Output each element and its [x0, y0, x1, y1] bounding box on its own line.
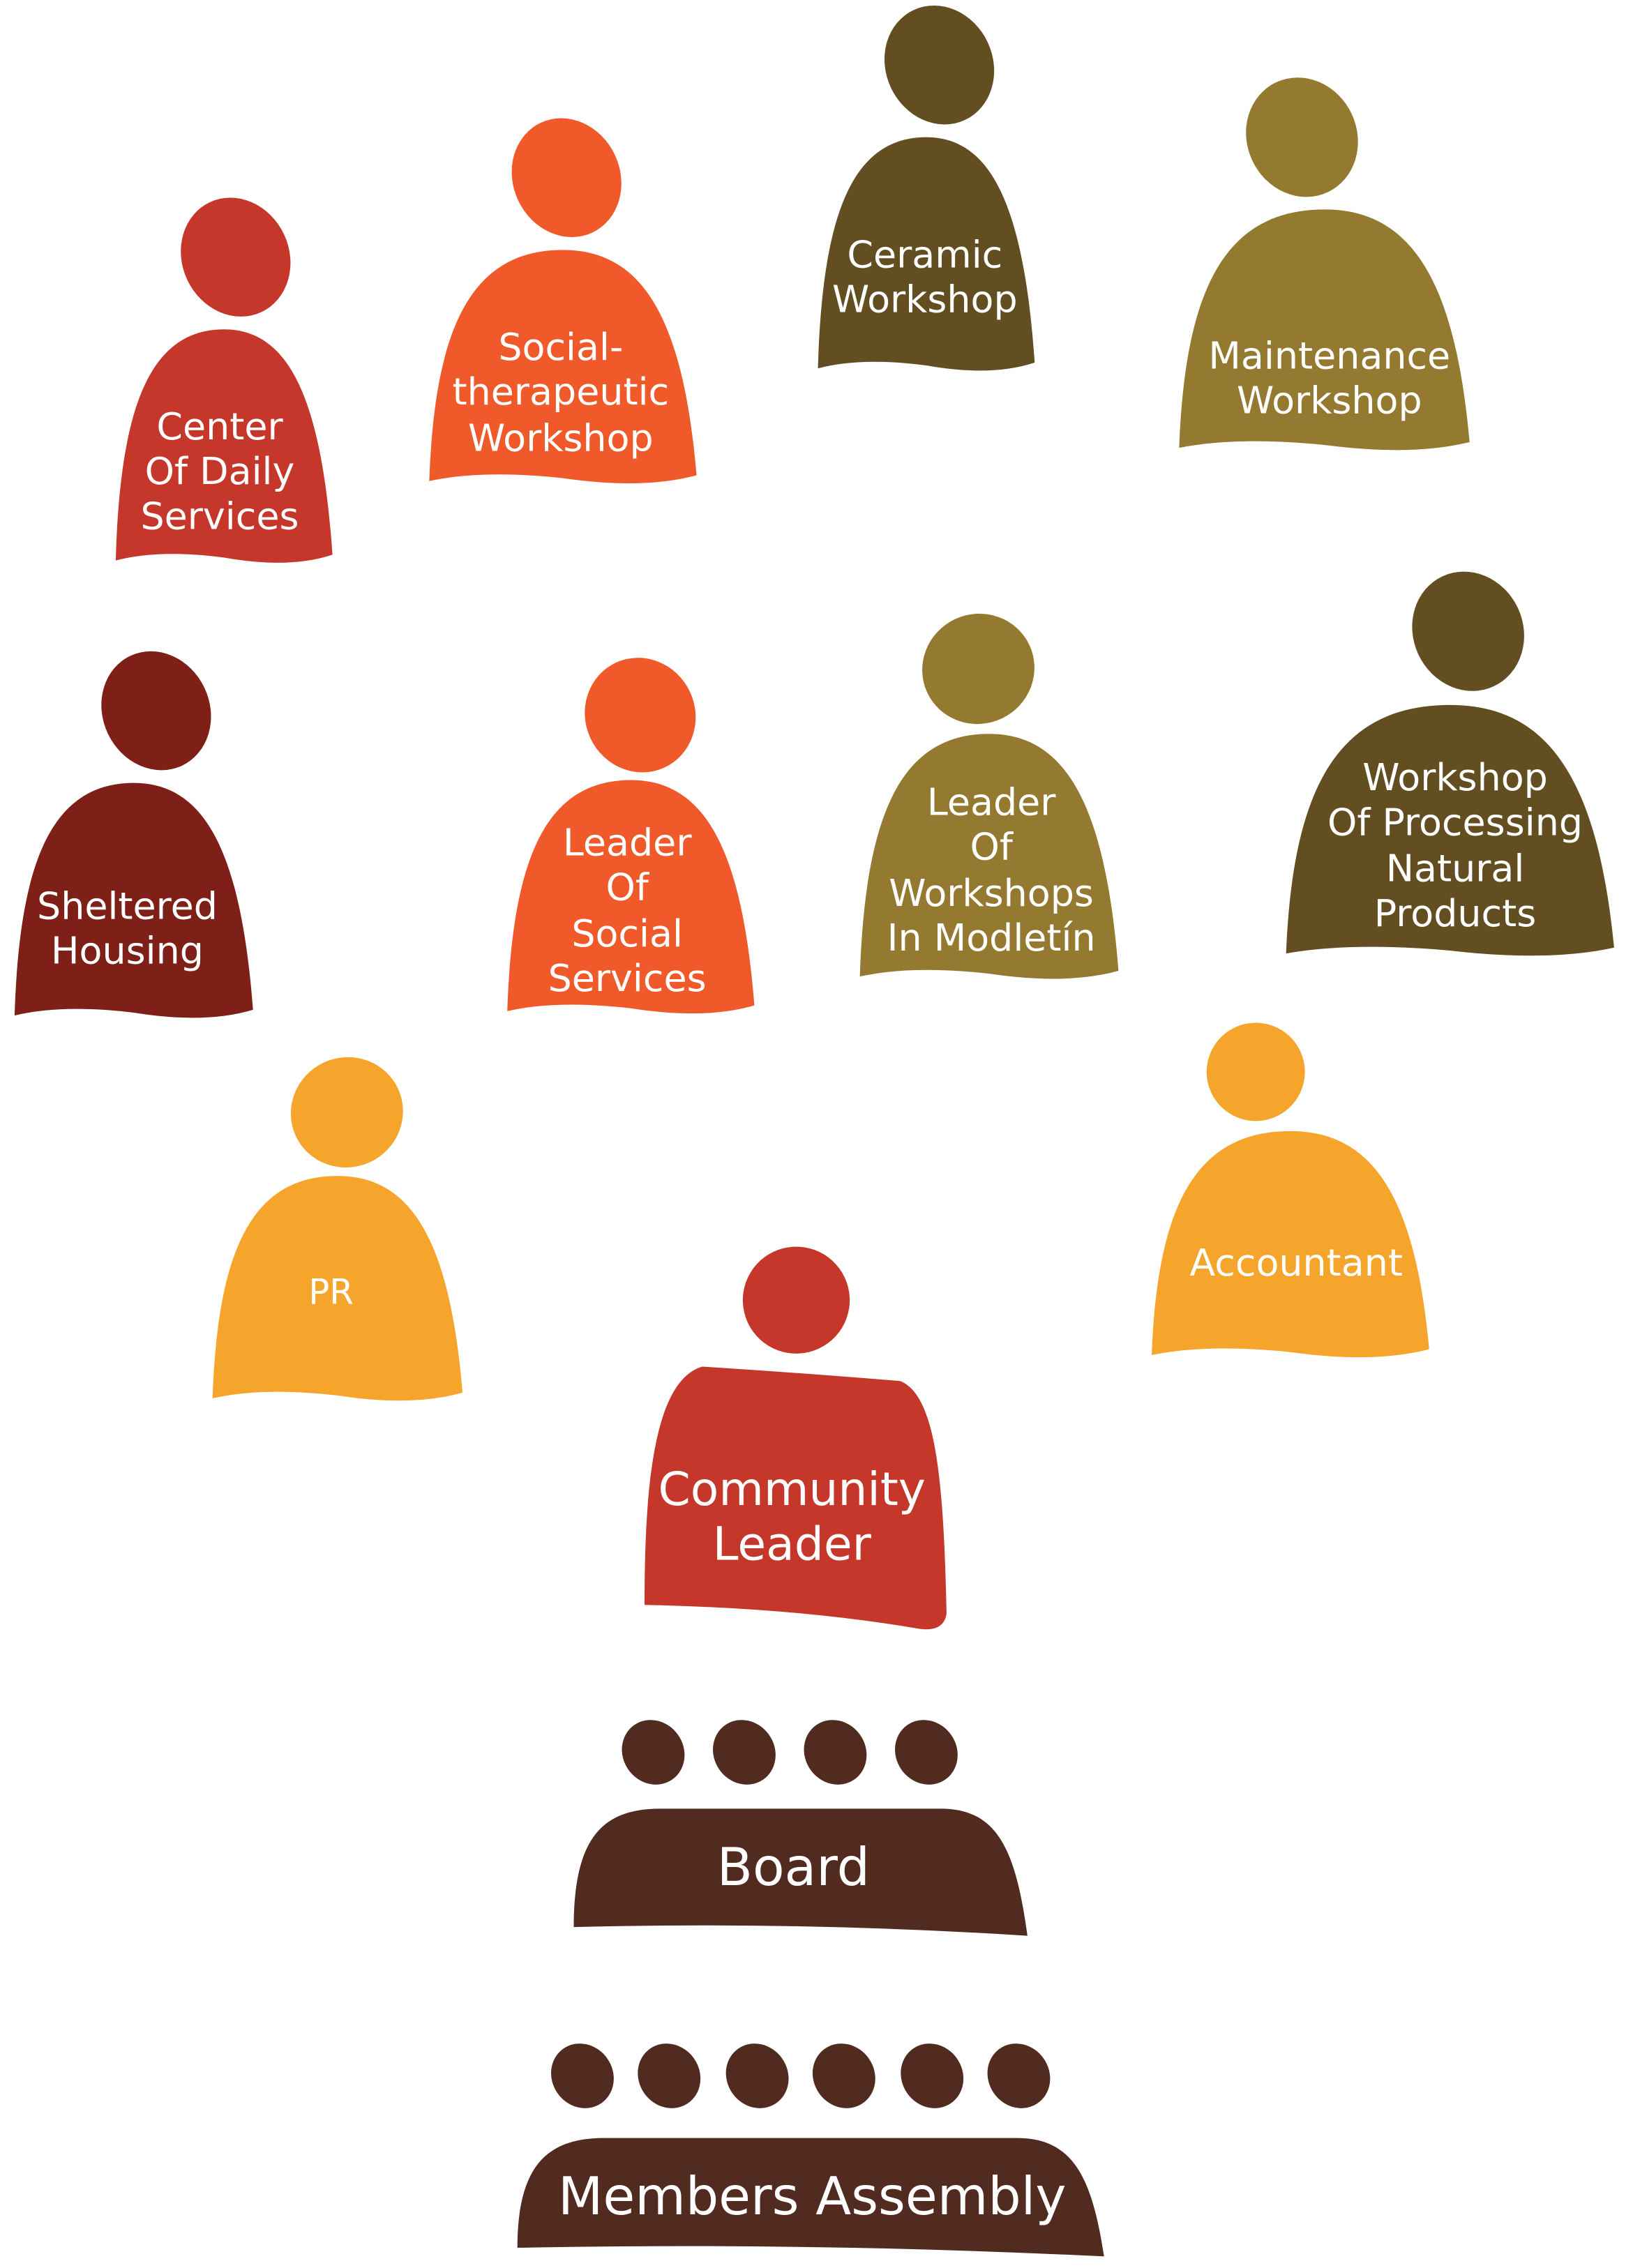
figure-label: Workshop	[1362, 755, 1548, 799]
figure-label: Center	[156, 405, 283, 448]
figure-head-icon	[181, 197, 291, 317]
figure-body	[1179, 209, 1470, 451]
figure-label: PR	[308, 1271, 354, 1312]
group-board: Board	[573, 1720, 1028, 1936]
figure-label: Leader	[713, 1516, 872, 1571]
figure-head-icon	[1246, 77, 1358, 197]
figure-head-icon	[290, 1057, 403, 1168]
figure-label: Workshop	[468, 416, 654, 460]
figure-body	[1286, 704, 1614, 956]
figure-label: Of Daily	[145, 449, 295, 493]
figure-body	[818, 137, 1035, 371]
group-body	[517, 2138, 1104, 2257]
figure-body	[14, 783, 253, 1018]
figure-body	[115, 329, 333, 563]
member-head-icon	[812, 2043, 875, 2108]
figure-label: Community	[659, 1462, 926, 1516]
figure-accountant: Accountant	[1152, 1022, 1429, 1358]
member-head-icon	[987, 2043, 1051, 2108]
figure-body	[645, 1366, 947, 1630]
figure-head-icon	[884, 5, 995, 125]
figure-label: Leader	[563, 820, 692, 864]
figure-label: Ceramic	[847, 232, 1002, 276]
figure-label: Of Processing	[1327, 800, 1583, 844]
figure-label: Workshop	[1237, 379, 1422, 423]
member-head-icon	[622, 1720, 685, 1785]
figure-label: Workshops	[889, 871, 1094, 915]
figure-head-icon	[585, 658, 696, 773]
figure-label: Of	[970, 825, 1013, 869]
figure-label: Services	[141, 494, 299, 538]
figure-label: Social	[571, 912, 683, 955]
figure-body	[212, 1176, 463, 1401]
member-head-icon	[804, 1720, 867, 1785]
member-head-icon	[725, 2043, 789, 2108]
figure-head-icon	[101, 651, 211, 771]
figure-head-icon	[1206, 1022, 1305, 1121]
figure-label: Social-	[498, 325, 623, 369]
figure-label: therapeutic	[453, 370, 670, 414]
figure-label: Sheltered	[37, 884, 218, 928]
figure-label: In Modletín	[887, 916, 1096, 960]
figure-label: Workshop	[832, 278, 1018, 322]
group-members-assembly: Members Assembly	[517, 2043, 1104, 2257]
figure-label: Services	[548, 956, 707, 1000]
figure-head-icon	[511, 118, 622, 238]
figure-head-icon	[1412, 571, 1524, 691]
figure-label: Leader	[927, 780, 1056, 824]
group-label: Members Assembly	[558, 2166, 1066, 2227]
figure-head-icon	[742, 1246, 850, 1354]
group-body	[573, 1808, 1028, 1936]
figure-body	[1152, 1131, 1429, 1358]
figure-label: Maintenance	[1208, 333, 1450, 377]
member-head-icon	[901, 2043, 964, 2108]
figure-body	[859, 734, 1119, 979]
member-head-icon	[895, 1720, 958, 1785]
figure-label: Natural	[1386, 847, 1525, 891]
figure-body	[429, 250, 697, 483]
figure-label: Housing	[51, 929, 204, 973]
figure-pr: PR	[212, 1057, 463, 1401]
figure-head-icon	[922, 613, 1034, 725]
member-head-icon	[551, 2043, 614, 2108]
group-label: Board	[717, 1837, 870, 1898]
member-head-icon	[638, 2043, 701, 2108]
figure-label: Of	[605, 865, 649, 909]
figure-label: Accountant	[1189, 1241, 1403, 1285]
figure-body	[507, 780, 755, 1014]
figure-label: Products	[1374, 891, 1537, 935]
member-head-icon	[713, 1720, 776, 1785]
